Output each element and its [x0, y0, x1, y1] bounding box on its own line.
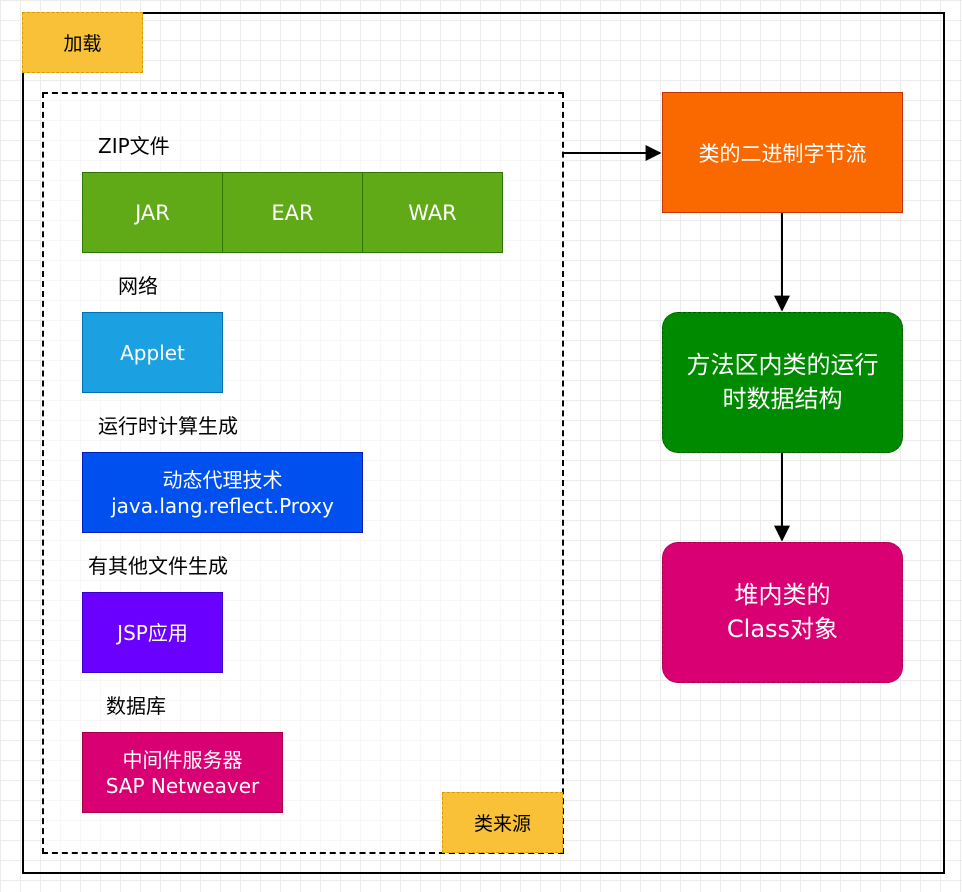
load-tag: 加载 [22, 12, 143, 73]
method-area-line1: 方法区内类的运行 [686, 350, 879, 379]
runtime-section-title: 运行时计算生成 [98, 414, 238, 438]
database-section-title: 数据库 [106, 694, 166, 718]
load-frame [22, 12, 945, 874]
middleware-title: 中间件服务器 [122, 747, 243, 772]
jsp-box: JSP应用 [82, 592, 223, 673]
other-file-section-title: 有其他文件生成 [88, 554, 228, 578]
method-area-box: 方法区内类的运行 时数据结构 [662, 312, 903, 453]
heap-class-object-box: 堆内类的 Class对象 [662, 542, 903, 683]
dynamic-proxy-title: 动态代理技术 [162, 467, 283, 492]
heap-line1: 堆内类的 [734, 580, 831, 609]
method-area-line2: 时数据结构 [722, 384, 843, 413]
binary-stream-box: 类的二进制字节流 [662, 92, 903, 213]
heap-line2: Class对象 [726, 614, 839, 643]
class-source-tag: 类来源 [442, 792, 563, 853]
ear-box: EAR [222, 172, 363, 253]
dynamic-proxy-box: 动态代理技术 java.lang.reflect.Proxy [82, 452, 363, 533]
network-section-title: 网络 [118, 274, 158, 298]
zip-section-title: ZIP文件 [98, 134, 170, 158]
applet-box: Applet [82, 312, 223, 393]
middleware-box: 中间件服务器 SAP Netweaver [82, 732, 283, 813]
middleware-name: SAP Netweaver [105, 773, 260, 798]
dynamic-proxy-class: java.lang.reflect.Proxy [111, 493, 334, 518]
war-box: WAR [362, 172, 503, 253]
jar-box: JAR [82, 172, 223, 253]
